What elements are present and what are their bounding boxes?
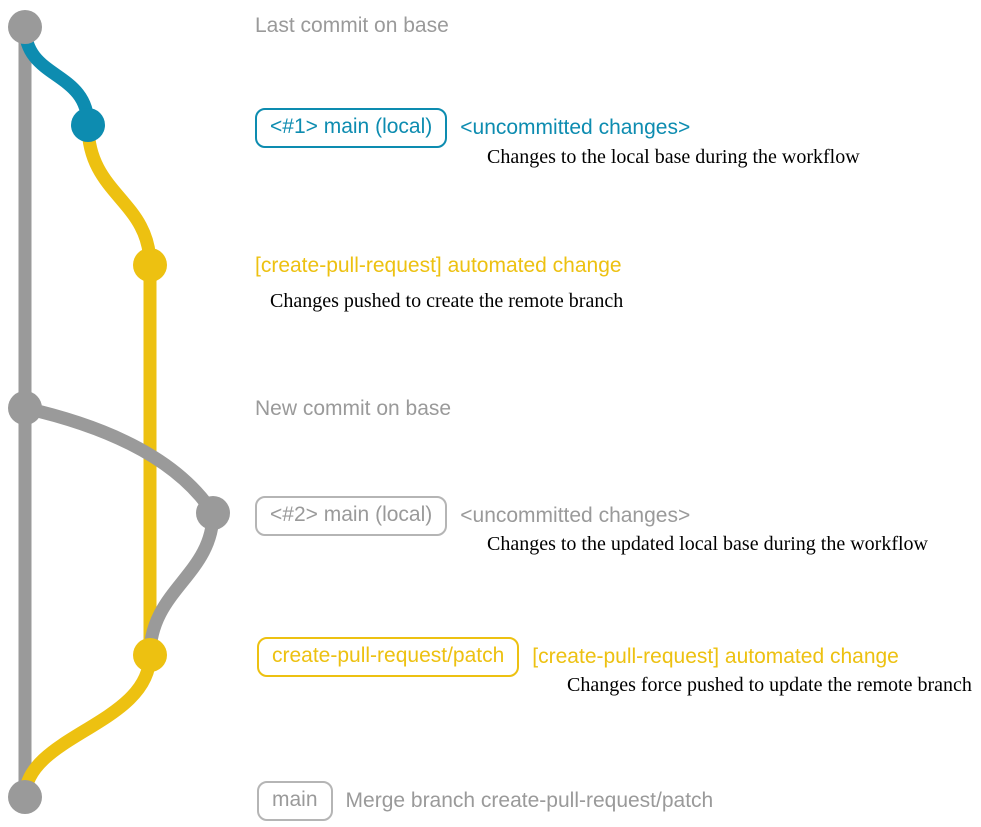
row-local-commit-2: <#2> main (local) <uncommitted changes> [255,496,691,537]
node-local-commit-1 [71,108,105,142]
subject-local-commit-2: <uncommitted changes> [460,504,691,527]
node-merge-commit [8,780,42,814]
edge-local-1-to-remote-1 [81,118,157,272]
edge-base-to-local-1 [18,20,95,132]
subject-remote-commit-2: [create-pull-request] automated change [532,645,899,668]
badge-main-local-2[interactable]: <#2> main (local) [255,496,448,537]
edge-local-2-to-remote-2 [143,506,220,662]
badge-main-local-1[interactable]: <#1> main (local) [255,108,448,149]
subject-merge-commit: Merge branch create-pull-request/patch [345,789,714,812]
row-local-commit-1: <#1> main (local) <uncommitted changes> [255,108,691,149]
node-remote-commit-2 [133,638,167,672]
edge-base-to-local-2 [18,401,220,520]
node-last-commit-on-base [8,10,42,44]
subject-remote-commit-1: [create-pull-request] automated change [255,254,622,277]
row-remote-commit-2: create-pull-request/patch [create-pull-r… [257,637,899,678]
note-remote-commit-2: Changes force pushed to update the remot… [567,674,972,696]
note-local-commit-2: Changes to the updated local base during… [487,533,928,555]
note-local-commit-1: Changes to the local base during the wor… [487,146,860,168]
subject-local-commit-1: <uncommitted changes> [460,116,691,139]
row-remote-commit-1: [create-pull-request] automated change [255,253,622,279]
row-merge-commit: main Merge branch create-pull-request/pa… [257,781,714,822]
node-new-commit-on-base [8,391,42,425]
node-local-commit-2 [196,496,230,530]
node-remote-commit-1 [133,248,167,282]
edge-remote-2-to-merge [18,648,157,804]
heading-new-commit-on-base: New commit on base [255,397,452,420]
badge-create-pull-request-patch[interactable]: create-pull-request/patch [257,637,520,678]
heading-last-commit-on-base: Last commit on base [255,14,449,37]
badge-main[interactable]: main [257,781,333,822]
note-remote-commit-1: Changes pushed to create the remote bran… [270,290,624,312]
